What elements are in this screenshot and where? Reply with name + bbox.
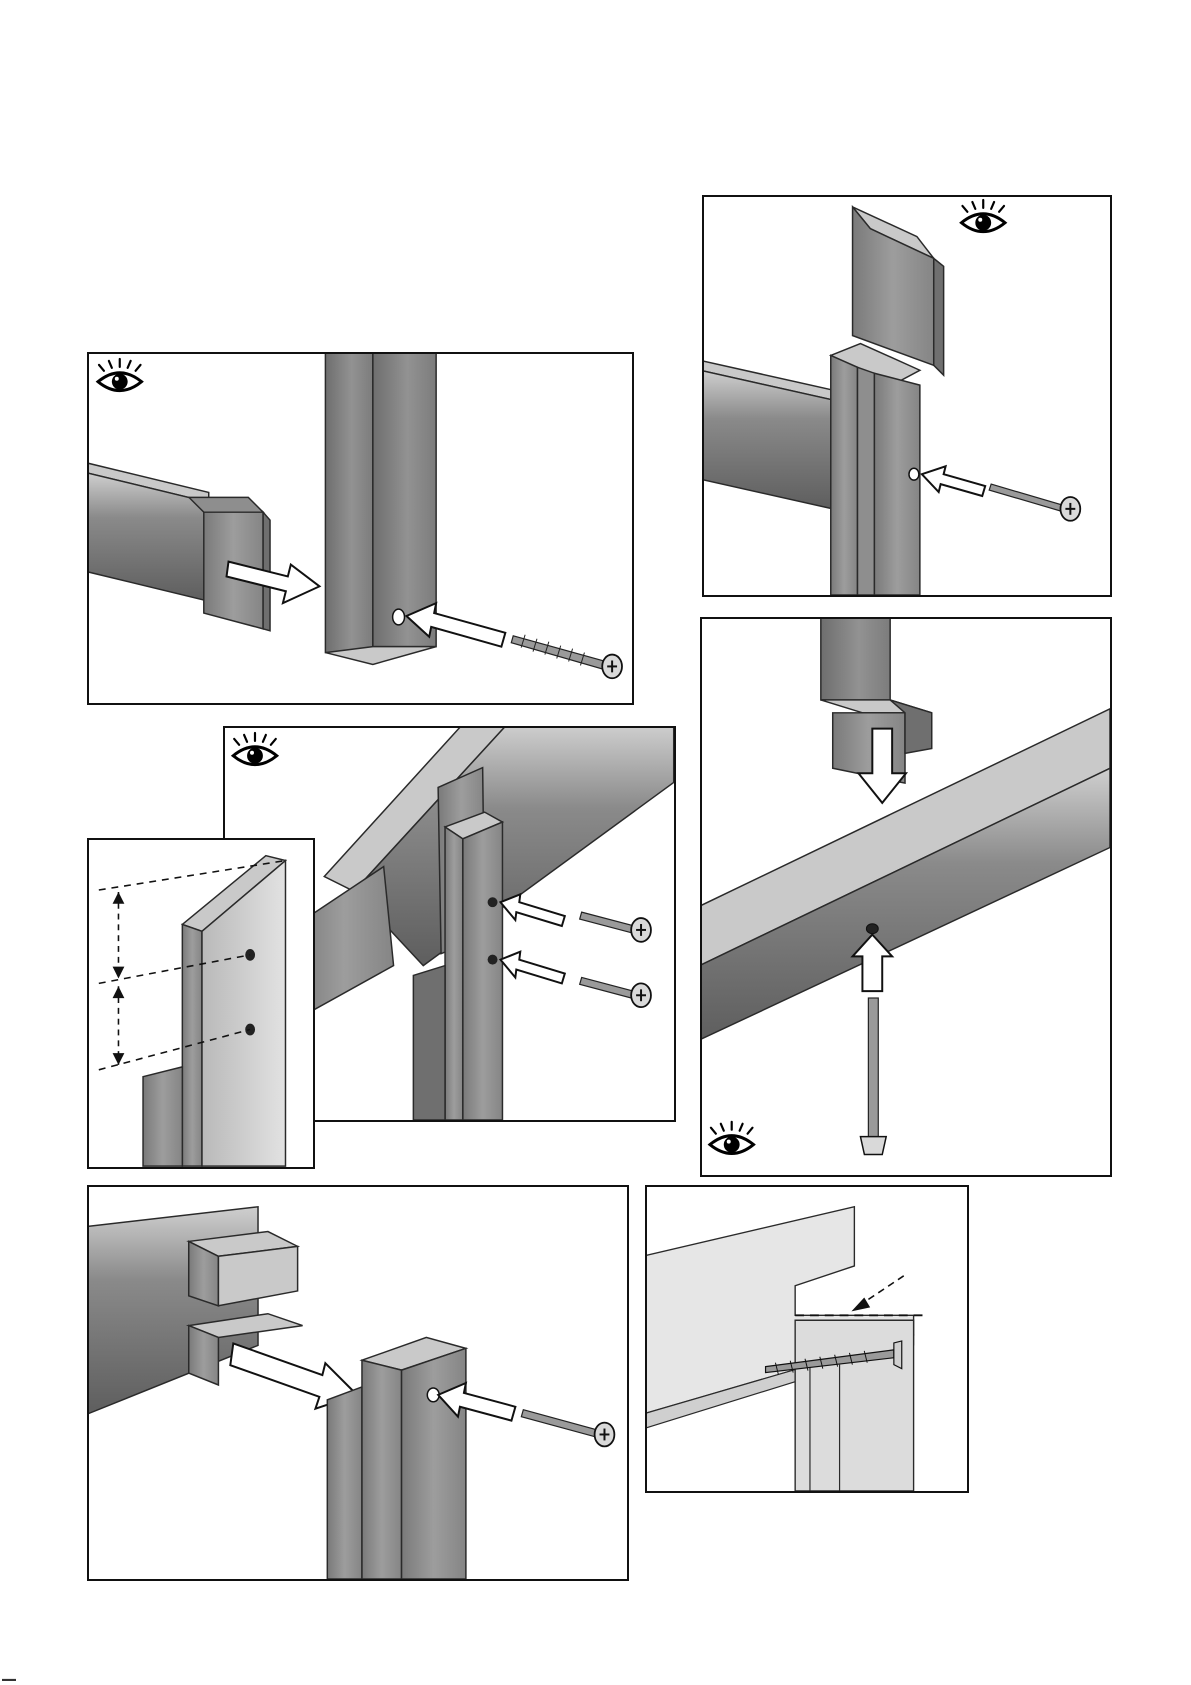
post-left-face <box>362 1360 402 1579</box>
screw <box>521 1410 614 1447</box>
post-left-face <box>325 354 372 653</box>
screw-lower <box>580 977 651 1007</box>
panel-post-cross-top <box>702 195 1112 597</box>
panel-post-cross-top-drawing <box>704 197 1110 595</box>
screw-hole <box>393 609 405 625</box>
screw <box>511 635 622 679</box>
board-edge <box>182 924 202 1166</box>
dim-arrowhead <box>113 892 125 904</box>
dim-arrowhead <box>113 967 125 979</box>
screw-hole <box>866 924 878 934</box>
panel-notched-beam-to-post-drawing <box>89 1187 627 1579</box>
screw <box>989 484 1080 521</box>
panel-post-into-beam <box>700 617 1112 1177</box>
panel-hole-spacing-detail-drawing <box>89 840 313 1167</box>
post-left <box>831 355 858 595</box>
post-lower-block <box>327 1387 362 1579</box>
eye-icon <box>233 733 277 765</box>
screw-hole-lower <box>488 955 498 965</box>
screw-arrow-upper <box>500 894 564 926</box>
panel-hole-spacing-detail <box>87 838 315 1169</box>
board-side <box>934 258 944 375</box>
lower-post <box>413 966 445 1120</box>
post-groove <box>857 367 874 595</box>
panel-beam-to-post-drawing <box>89 354 632 703</box>
post-front-face <box>402 1348 466 1579</box>
panel-beam-to-post <box>87 352 634 705</box>
screw-arrow <box>922 466 985 496</box>
panel-post-into-beam-drawing <box>702 619 1110 1175</box>
screw-hole <box>909 468 919 480</box>
post-upper <box>821 619 890 700</box>
front-post-left <box>445 827 463 1120</box>
screw-hole-upper <box>488 897 498 907</box>
dim-arrowhead <box>113 986 125 998</box>
eye-icon <box>961 200 1005 232</box>
page-footer-mark: ▬▬ <box>2 1676 18 1684</box>
eye-icon <box>710 1122 754 1154</box>
notch-face <box>218 1246 297 1305</box>
lower-post <box>143 1067 182 1166</box>
eye-icon <box>98 359 142 391</box>
screw <box>860 998 886 1154</box>
panel-notched-beam-to-post <box>87 1185 629 1581</box>
pointer-arrowhead <box>851 1298 870 1312</box>
hole-upper <box>245 949 255 961</box>
front-post-face <box>463 822 503 1120</box>
dim-arrowhead <box>113 1053 125 1065</box>
post-right <box>874 373 920 595</box>
post-right-face <box>373 354 436 647</box>
panel-joint-screw-detail <box>645 1185 969 1493</box>
screw-arrow-lower <box>500 952 564 984</box>
screw-upper <box>580 912 651 942</box>
panel-joint-screw-detail-drawing <box>647 1187 967 1491</box>
